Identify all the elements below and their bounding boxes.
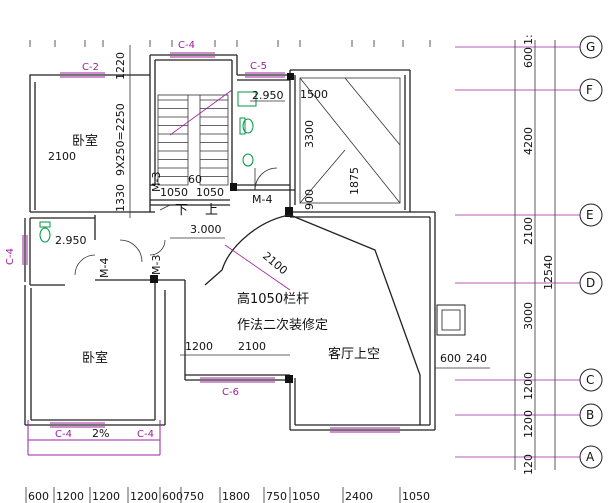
window-label: C-4 xyxy=(137,429,154,440)
right-dim: 1200 xyxy=(522,372,535,400)
room-bedroom-bottom: 卧室 xyxy=(82,350,108,366)
window-label: C-6 xyxy=(222,387,239,398)
window-label: C-4 xyxy=(178,40,195,51)
windows xyxy=(22,52,400,456)
axis-label: B xyxy=(586,408,594,422)
level-mark: 3.000 xyxy=(190,223,222,236)
bottom-dim: 750 xyxy=(266,490,287,503)
bottom-dim: 600 xyxy=(162,490,183,503)
top-dimension-ticks xyxy=(29,40,431,47)
right-dim: 3000 xyxy=(522,302,535,330)
inner-dim: 2100 xyxy=(48,150,76,163)
bottom-dim: 1200 xyxy=(56,490,84,503)
right-dim: 1200 xyxy=(522,410,535,438)
inner-dim: 1200 xyxy=(185,340,213,353)
inner-dim: 1050 xyxy=(196,186,224,199)
inner-dim: 3300 xyxy=(303,120,316,148)
axis-bubble xyxy=(579,445,603,469)
railing-note-1: 高1050栏杆 xyxy=(237,291,309,307)
axis-bubble xyxy=(579,271,603,295)
upper-void xyxy=(299,77,401,204)
inner-dim: 60 xyxy=(188,173,202,186)
columns xyxy=(150,73,294,383)
room-bedroom-top: 卧室 xyxy=(72,133,98,149)
door-labels: M-4 M-3 M-4 M-3 xyxy=(98,172,272,278)
level-mark: 2.950 xyxy=(55,234,87,247)
right-dim: 2100 xyxy=(522,217,535,245)
axis-label: E xyxy=(586,208,594,222)
right-dim: 4200 xyxy=(522,127,535,155)
left-dim: 9X250=2250 xyxy=(114,103,127,176)
right-dim: 120 xyxy=(522,454,535,475)
inner-dim: 1875 xyxy=(348,167,361,195)
axis-bubble xyxy=(579,35,603,59)
right-dim-total: 12540 xyxy=(542,255,555,290)
axis-bubble xyxy=(579,78,603,102)
door-label: M-4 xyxy=(98,258,111,278)
inner-right-dims: 600 240 xyxy=(435,352,490,369)
window-label: C-4 xyxy=(5,248,16,265)
level-marks: 2.950 2.950 3.000 2% xyxy=(55,89,285,440)
window-label: C-5 xyxy=(250,61,267,72)
fireplace xyxy=(436,304,466,336)
left-dimensions: 1220 9X250=2250 1330 xyxy=(114,45,131,218)
window-label: C-4 xyxy=(55,429,72,440)
stair-down: 下 xyxy=(175,203,188,218)
axis-label: C xyxy=(586,373,594,387)
bottom-dim: 2400 xyxy=(345,490,373,503)
bathroom-fixtures xyxy=(39,91,257,243)
axis-bubbles: G F E D C B A xyxy=(579,35,603,469)
inner-dim: 1050 xyxy=(160,186,188,199)
inner-dim: 2100 xyxy=(238,340,266,353)
room-living-void: 客厅上空 xyxy=(328,346,380,362)
level-mark: 2.950 xyxy=(252,89,284,102)
railing xyxy=(204,214,421,425)
axis-label: G xyxy=(586,40,595,54)
inner-dim: 2100 xyxy=(260,249,290,277)
window-label: C-2 xyxy=(82,62,99,73)
bottom-dim: 600 xyxy=(28,490,49,503)
axis-label: F xyxy=(586,83,593,97)
door-label: M-4 xyxy=(252,193,272,206)
door-label: M-3 xyxy=(150,172,163,192)
inner-right-dim: 240 xyxy=(466,352,487,365)
axis-bubble xyxy=(579,403,603,427)
axis-bubble xyxy=(579,203,603,227)
right-dimension-labels: 1: 600 4200 2100 3000 1200 1200 120 12540 xyxy=(522,34,555,475)
room-labels: 卧室 卧室 客厅上空 高1050栏杆 作法二次装修定 xyxy=(72,133,380,366)
right-dim: 600 xyxy=(522,47,535,68)
bottom-dim: 1200 xyxy=(130,490,158,503)
bottom-dim: 1050 xyxy=(402,490,430,503)
slope-mark: 2% xyxy=(92,427,109,440)
stair-direction: 下 上 xyxy=(175,203,218,218)
axis-bubble xyxy=(579,368,603,392)
railing-note-2: 作法二次装修定 xyxy=(237,317,328,333)
axis-label: A xyxy=(586,450,595,464)
exterior-walls xyxy=(24,54,436,431)
door-label: M-3 xyxy=(150,255,163,275)
inner-dim: 1500 xyxy=(300,88,328,101)
right-axis-lines xyxy=(455,40,580,470)
inner-dim: 900 xyxy=(303,189,316,210)
right-dim: 1: xyxy=(522,34,535,45)
window-labels: C-4 C-2 C-5 C-4 C-6 C-4 C-4 xyxy=(5,40,267,440)
left-dim: 1220 xyxy=(114,52,127,80)
left-dim: 1330 xyxy=(114,184,127,212)
bottom-dim: 1800 xyxy=(222,490,250,503)
bottom-dim: 1050 xyxy=(292,490,320,503)
bottom-dim: 750 xyxy=(183,490,204,503)
inner-right-dim: 600 xyxy=(440,352,461,365)
doors xyxy=(74,167,278,276)
staircase xyxy=(157,89,233,211)
bottom-dim: 1200 xyxy=(92,490,120,503)
stair-up: 上 xyxy=(205,203,218,218)
axis-label: D xyxy=(586,276,595,290)
